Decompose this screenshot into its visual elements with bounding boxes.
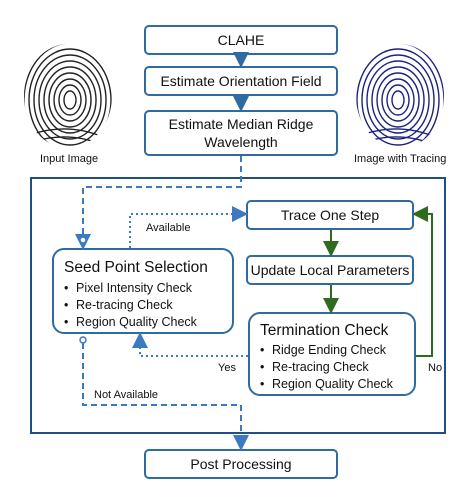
ridge-wavelength-label-line1: Estimate Median Ridge bbox=[168, 116, 314, 132]
arrow-ridge-to-seed bbox=[75, 156, 242, 250]
update-parameters-box: Update Local Parameters bbox=[246, 255, 414, 285]
clahe-box: CLAHE bbox=[144, 25, 338, 55]
available-label: Available bbox=[146, 222, 191, 234]
not-available-label: Not Available bbox=[94, 389, 159, 401]
traced-fingerprint-image bbox=[356, 44, 444, 148]
update-parameters-label: Update Local Parameters bbox=[250, 262, 410, 278]
input-fingerprint-image bbox=[24, 44, 112, 148]
no-label: No bbox=[428, 362, 443, 374]
traced-image-caption: Image with Tracing bbox=[354, 153, 447, 165]
clahe-label: CLAHE bbox=[217, 32, 265, 48]
seed-check-item: Region Quality Check bbox=[64, 314, 197, 331]
termination-check-item: Region Quality Check bbox=[260, 376, 393, 393]
junction-dot-bottom bbox=[79, 336, 87, 344]
trace-one-step-box: Trace One Step bbox=[246, 200, 414, 230]
termination-check-item: Ridge Ending Check bbox=[260, 342, 393, 359]
junction-dot-top bbox=[79, 236, 87, 244]
seed-check-item: Re-tracing Check bbox=[64, 297, 197, 314]
termination-check-box: Termination Check Ridge Ending Check Re-… bbox=[248, 312, 416, 396]
input-image-caption: Input Image bbox=[40, 153, 99, 165]
seed-point-selection-title: Seed Point Selection bbox=[64, 259, 208, 276]
post-processing-label: Post Processing bbox=[190, 456, 292, 472]
termination-check-title: Termination Check bbox=[260, 322, 389, 339]
arrow-available bbox=[129, 206, 248, 248]
ridge-wavelength-box: Estimate Median Ridge Wavelength bbox=[144, 110, 338, 156]
tracing-loop-frame bbox=[30, 177, 446, 434]
orientation-field-label: Estimate Orientation Field bbox=[160, 73, 322, 89]
termination-check-item: Re-tracing Check bbox=[260, 359, 393, 376]
arrow-no-loop bbox=[412, 206, 433, 357]
seed-check-item: Pixel Intensity Check bbox=[64, 280, 197, 297]
termination-check-list: Ridge Ending Check Re-tracing Check Regi… bbox=[260, 342, 393, 393]
arrow-not-available bbox=[82, 343, 249, 451]
seed-check-list: Pixel Intensity Check Re-tracing Check R… bbox=[64, 280, 197, 331]
arrow-yes bbox=[132, 332, 248, 357]
ridge-wavelength-label-line2: Wavelength bbox=[204, 134, 278, 150]
yes-label: Yes bbox=[218, 362, 236, 374]
trace-one-step-label: Trace One Step bbox=[280, 207, 380, 223]
